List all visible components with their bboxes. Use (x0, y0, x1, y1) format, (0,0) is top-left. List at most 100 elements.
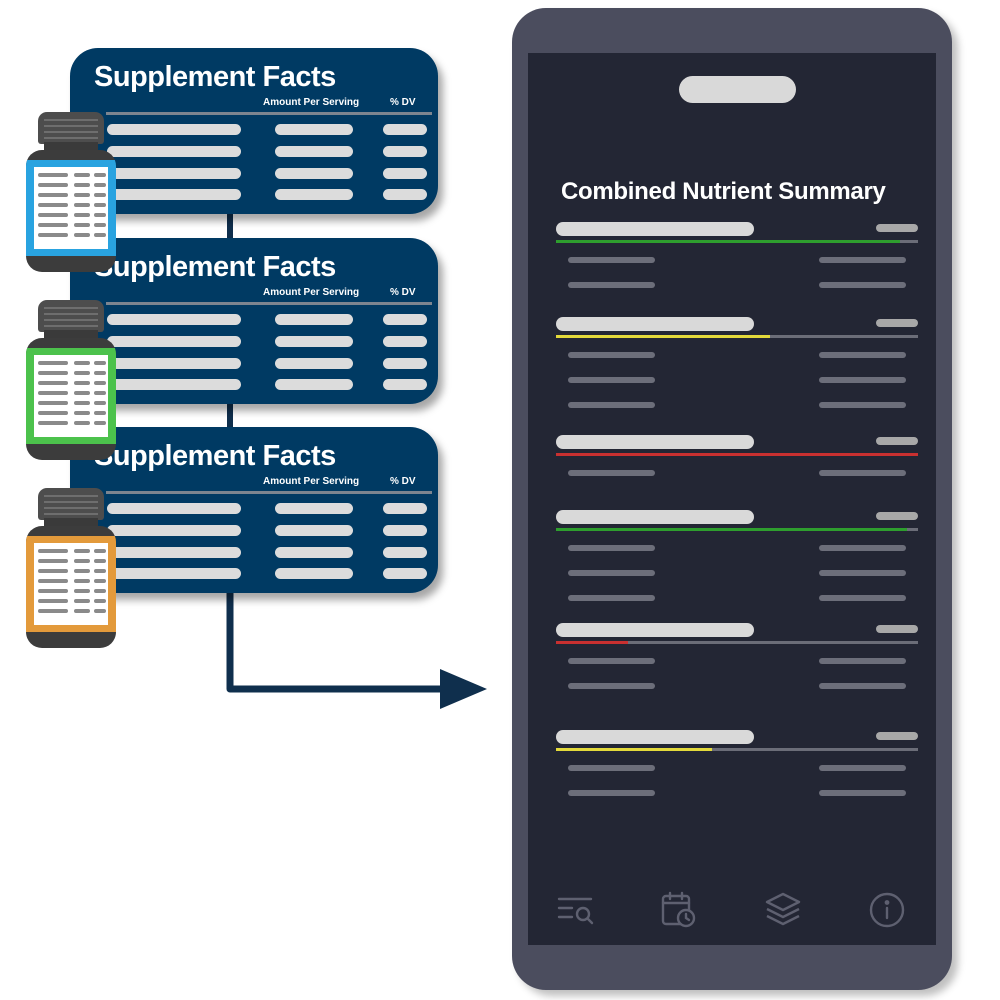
nutrient-value-bar (876, 224, 918, 232)
nutrient-level-fill (556, 641, 629, 644)
bottle-label-line (74, 599, 90, 603)
amount-bar (275, 568, 353, 579)
bottle-label-line (38, 223, 68, 227)
bottle-label-line (94, 381, 106, 385)
supplement-bottle-blue (26, 112, 116, 272)
source-amount-bar (819, 282, 906, 288)
bottle-label-line (38, 391, 68, 395)
nutrient-name-bar (107, 314, 241, 325)
supplement-facts-card-1: Supplement Facts Amount Per Serving % DV (70, 48, 438, 214)
nutrient-name-bar (107, 358, 241, 369)
card-title: Supplement Facts (94, 251, 336, 283)
source-amount-bar (819, 402, 906, 408)
info-icon[interactable] (867, 890, 907, 930)
bottle-label-line (74, 183, 90, 187)
amount-bar (275, 503, 353, 514)
bottle-label-line (38, 173, 68, 177)
phone-speaker (679, 76, 796, 103)
nutrient-value-bar (876, 625, 918, 633)
bottle-label-line (74, 193, 90, 197)
bottle-label-line (94, 233, 106, 237)
bottle-neck (44, 142, 98, 152)
bottle-label-line (74, 233, 90, 237)
dv-bar (383, 547, 427, 558)
amount-per-serving-header: Amount Per Serving (263, 97, 360, 108)
source-amount-bar (819, 765, 906, 771)
bottle-label-line (94, 569, 106, 573)
dv-bar (383, 525, 427, 536)
bottle-neck (44, 330, 98, 340)
bottle-label-line (94, 203, 106, 207)
bottle-label-line (38, 549, 68, 553)
amount-bar (275, 314, 353, 325)
bottle-label-line (94, 559, 106, 563)
dv-bar (383, 568, 427, 579)
bottle-label-line (74, 213, 90, 217)
source-name-bar (568, 470, 655, 476)
bottle-label-line (38, 559, 68, 563)
bottle-label-line (74, 371, 90, 375)
bottle-label-line (38, 589, 68, 593)
source-name-bar (568, 595, 655, 601)
bottle-label-line (94, 421, 106, 425)
search-list-icon[interactable] (556, 890, 596, 930)
amount-bar (275, 525, 353, 536)
bottle-label-line (74, 579, 90, 583)
source-amount-bar (819, 595, 906, 601)
bottle-label-line (38, 609, 68, 613)
nutrient-level-track (556, 240, 918, 243)
bottle-neck (44, 518, 98, 528)
source-name-bar (568, 683, 655, 689)
nutrient-name-bar (556, 510, 754, 524)
phone-device: Combined Nutrient Summary (512, 8, 952, 990)
source-amount-bar (819, 470, 906, 476)
amount-bar (275, 336, 353, 347)
bottle-label (34, 355, 108, 437)
bottle-label-line (38, 381, 68, 385)
dv-bar (383, 146, 427, 157)
amount-bar (275, 168, 353, 179)
bottle-label-line (94, 589, 106, 593)
bottle-label-line (94, 549, 106, 553)
bottle-label-line (94, 401, 106, 405)
bottle-label-band (26, 536, 116, 632)
nutrient-name-bar (107, 547, 241, 558)
dv-bar (383, 124, 427, 135)
bottle-label-line (74, 609, 90, 613)
bottle-label (34, 543, 108, 625)
nutrient-level-track (556, 641, 918, 644)
amount-bar (275, 358, 353, 369)
phone-screen (528, 53, 936, 945)
bottle-label-line (94, 183, 106, 187)
bottle-label-line (38, 599, 68, 603)
nutrient-name-bar (107, 168, 241, 179)
source-name-bar (568, 282, 655, 288)
source-amount-bar (819, 545, 906, 551)
nutrient-name-bar (107, 124, 241, 135)
nutrient-name-bar (556, 317, 754, 331)
bottle-label-line (74, 381, 90, 385)
amount-bar (275, 146, 353, 157)
nutrient-name-bar (556, 222, 754, 236)
layers-icon[interactable] (763, 890, 803, 930)
supplement-bottle-green (26, 300, 116, 460)
dv-header: % DV (390, 476, 416, 487)
amount-bar (275, 124, 353, 135)
summary-title: Combined Nutrient Summary (561, 178, 886, 205)
source-amount-bar (819, 658, 906, 664)
bottle-label-line (94, 411, 106, 415)
source-name-bar (568, 545, 655, 551)
bottle-label-line (38, 411, 68, 415)
calendar-clock-icon[interactable] (659, 890, 699, 930)
nutrient-name-bar (107, 379, 241, 390)
source-amount-bar (819, 257, 906, 263)
bottle-cap (38, 300, 104, 332)
bottle-label-line (38, 193, 68, 197)
bottle-label-line (38, 579, 68, 583)
source-amount-bar (819, 790, 906, 796)
source-name-bar (568, 658, 655, 664)
bottle-label-line (38, 361, 68, 365)
bottle-label-line (38, 401, 68, 405)
bottle-label-line (38, 371, 68, 375)
